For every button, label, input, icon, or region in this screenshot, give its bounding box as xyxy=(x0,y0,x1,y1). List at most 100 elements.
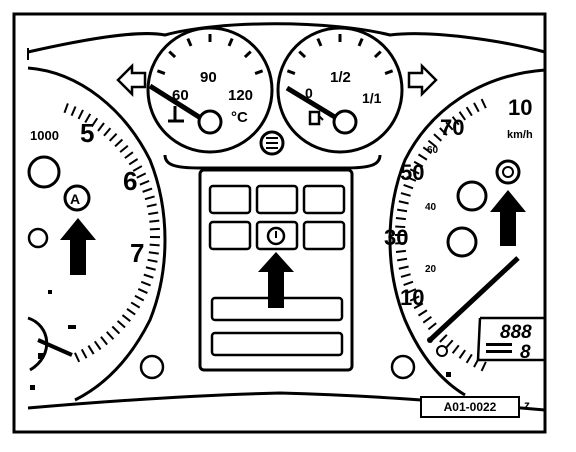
speed-label-10: 10 xyxy=(400,285,424,310)
gauge-tick xyxy=(433,133,443,142)
gauge-tick xyxy=(400,192,411,197)
gauge-tick xyxy=(413,160,424,168)
gauge-tick xyxy=(298,50,307,59)
temperature-gauge: 60 90 120 °C xyxy=(146,26,274,154)
gauge-tick xyxy=(143,273,154,279)
fuel-gauge: 0 1/2 1/1 xyxy=(276,26,404,154)
gauge-tick xyxy=(409,295,420,302)
gauge-tick xyxy=(465,106,473,117)
coolant-temperature-icon xyxy=(168,106,184,123)
speed-indicator-lamp-2 xyxy=(446,226,478,258)
gauge-tick xyxy=(396,208,408,213)
pointer-arrow-center xyxy=(258,252,294,308)
gauge-tick xyxy=(149,243,160,247)
center-display-panel xyxy=(163,154,382,372)
speed-label-70: 70 xyxy=(440,115,464,140)
reference-code: A01-0022 xyxy=(443,400,497,414)
gauge-tick xyxy=(124,151,134,159)
odometer-sub-digits: 8 xyxy=(520,342,531,363)
gauge-tick xyxy=(395,249,407,253)
gauge-tick xyxy=(111,325,121,335)
outer-frame xyxy=(12,12,547,434)
display-bar-lower xyxy=(210,331,344,357)
gauge-tick xyxy=(106,331,115,340)
fuel-label-half: 1/2 xyxy=(330,69,351,86)
odometer-digits: 888 xyxy=(500,322,532,343)
gauge-tick xyxy=(137,288,148,294)
gauge-tick xyxy=(84,113,92,124)
gauge-tick xyxy=(357,37,364,47)
warning-lamp-cell-5 xyxy=(255,220,299,251)
odometer-display: 888 8 xyxy=(476,316,545,363)
speed-label-60: 60 xyxy=(427,145,439,156)
gauge-tick xyxy=(395,217,407,221)
speed-label-100: 10 xyxy=(508,95,532,120)
gauge-tick xyxy=(403,280,414,287)
temp-needle xyxy=(148,83,209,125)
gauge-tick xyxy=(147,258,158,263)
tachometer: 1000 5 6 7 A xyxy=(27,66,167,402)
gauge-tick xyxy=(480,361,487,372)
gauge-tick xyxy=(93,340,102,351)
temp-label-90: 90 xyxy=(200,69,217,86)
gauge-tick xyxy=(144,195,155,201)
speed-label-50: 50 xyxy=(400,160,424,185)
gauge-tick xyxy=(417,153,428,161)
gauge-tick xyxy=(422,315,432,324)
speed-label-40: 40 xyxy=(425,202,437,213)
gauge-tick xyxy=(119,144,129,153)
gauge-tick xyxy=(427,139,437,148)
gauge-tick xyxy=(146,203,157,208)
tach-label-6: 6 xyxy=(123,166,137,196)
gauge-tick xyxy=(465,353,473,364)
gauge-tick xyxy=(480,98,487,109)
gauge-tick xyxy=(140,280,151,287)
gauge-tick xyxy=(413,302,424,310)
gauge-tick xyxy=(445,121,454,131)
gauge-tick xyxy=(316,37,323,47)
warning-lamp-cell-3 xyxy=(302,184,346,215)
fuel-needle xyxy=(285,85,345,125)
warning-lamp-cell-2 xyxy=(255,184,299,215)
gauge-tick xyxy=(427,322,437,331)
gauge-tick xyxy=(445,339,454,349)
gauge-tick xyxy=(451,116,460,126)
gauge-tick xyxy=(227,37,234,47)
gauge-tick xyxy=(114,138,124,148)
fuel-pump-icon xyxy=(308,110,324,126)
gauge-tick xyxy=(139,179,150,186)
gauge-tick xyxy=(186,37,193,47)
gauge-tick xyxy=(398,200,409,205)
gauge-tick xyxy=(384,69,394,75)
gauge-tick xyxy=(134,294,145,302)
gauge-tick xyxy=(148,211,159,216)
gauge-tick xyxy=(156,69,166,75)
gauge-tick xyxy=(70,106,77,117)
speed-unit-label: km/h xyxy=(507,129,533,141)
gauge-tick xyxy=(286,69,296,75)
gauge-tick xyxy=(100,336,108,346)
speedometer: 10 20 30 40 50 60 70 10 km/h 888 8 xyxy=(384,68,546,397)
gauge-tick xyxy=(473,102,480,113)
warning-lamp-cell-4 xyxy=(208,220,252,251)
gauge-tick xyxy=(439,334,448,343)
tach-label-1000: 1000 xyxy=(30,128,59,143)
pointer-arrow-right xyxy=(490,190,526,246)
bottom-lamp-right xyxy=(390,354,416,380)
gauge-tick xyxy=(108,132,118,142)
gauge-tick xyxy=(103,127,112,137)
gauge-tick xyxy=(451,344,460,354)
temp-label-120: 120 xyxy=(228,87,253,104)
speed-label-30: 30 xyxy=(384,225,408,250)
gauge-tick xyxy=(142,187,153,193)
fuel-needle-hub xyxy=(332,109,358,135)
speed-needle xyxy=(428,256,520,342)
gauge-tick xyxy=(439,127,448,136)
temp-needle-hub xyxy=(197,109,223,135)
gauge-tick xyxy=(90,117,99,128)
gauge-tick xyxy=(77,109,84,120)
gauge-tick xyxy=(395,241,406,245)
gauge-tick xyxy=(116,320,126,329)
gauge-tick xyxy=(406,288,417,294)
gauge-tick xyxy=(97,122,105,132)
